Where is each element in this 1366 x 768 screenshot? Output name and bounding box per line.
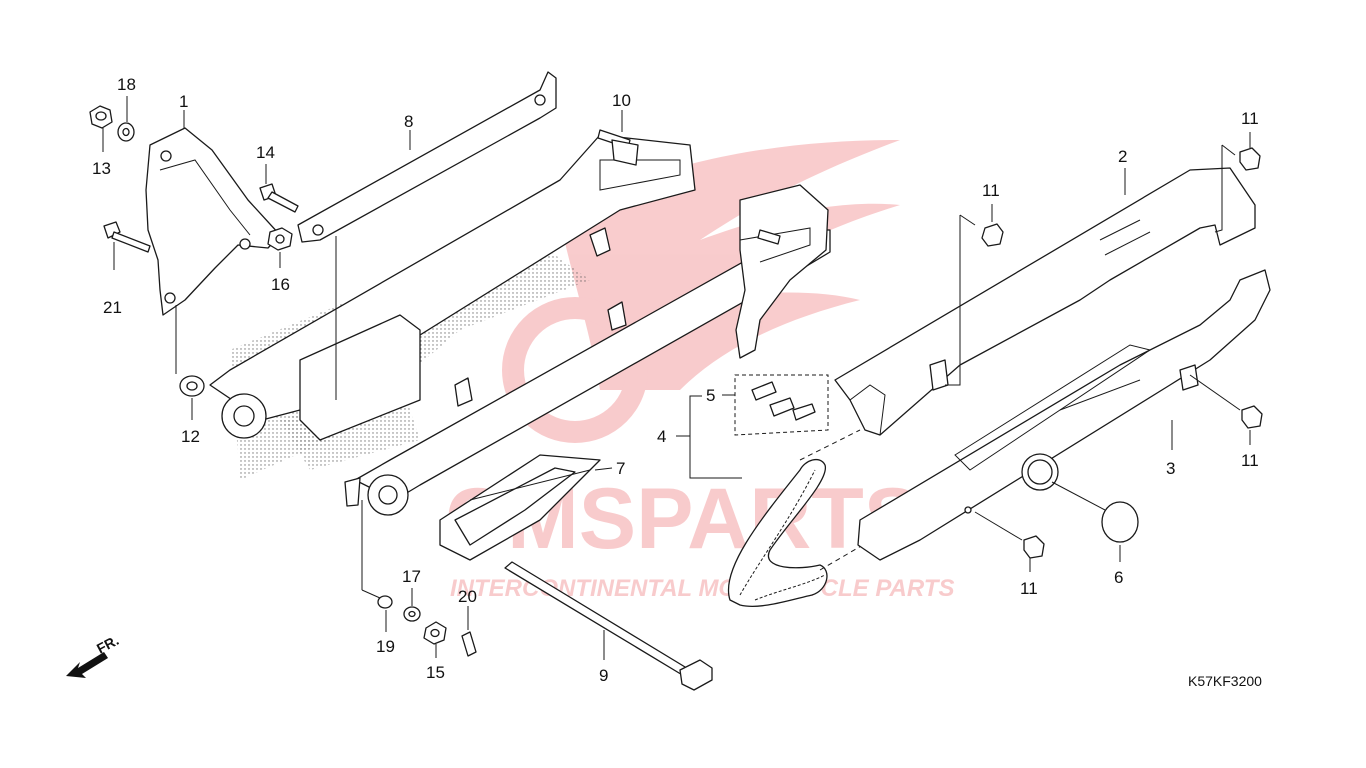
callout-14: 14: [256, 143, 275, 162]
callout-20: 20: [458, 587, 477, 606]
front-arrow-icon: [66, 652, 108, 678]
washer-17: [403, 606, 421, 622]
bolt-11-d: [1023, 535, 1045, 559]
callout-15: 15: [426, 663, 445, 682]
callout-7: 7: [616, 459, 625, 478]
bolt-14: [259, 183, 299, 213]
chain-joint: [734, 374, 829, 436]
callouts: 1 2 3 4 5 6 7 8 9 10 11 11 11 11 12 13 1…: [92, 75, 1259, 685]
cotter-pin-20: [461, 631, 477, 657]
leader-lines: [102, 96, 1251, 660]
bolt-11-a: [981, 223, 1004, 247]
callout-17: 17: [402, 567, 421, 586]
callout-11-d: 11: [1020, 579, 1038, 598]
callout-1: 1: [179, 92, 188, 111]
callout-10: 10: [612, 91, 631, 110]
washer-18: [117, 122, 135, 142]
swingarm: [209, 134, 831, 516]
bolt-21: [103, 221, 151, 253]
callout-12: 12: [181, 427, 200, 446]
callout-6: 6: [1114, 568, 1123, 587]
nut-15: [423, 621, 447, 645]
front-direction-marker: FR.: [66, 632, 121, 678]
callout-19: 19: [376, 637, 395, 656]
callout-8: 8: [404, 112, 413, 131]
callout-21: 21: [103, 298, 122, 317]
callout-11-a: 11: [982, 181, 1000, 200]
stud-bolt-10: [597, 129, 639, 166]
front-label: FR.: [94, 632, 121, 657]
chain-case-upper: [834, 167, 1256, 436]
callout-18: 18: [117, 75, 136, 94]
callout-11-b: 11: [1241, 109, 1259, 128]
callout-11-c: 11: [1241, 451, 1259, 470]
washer-19: [377, 595, 393, 609]
callout-16: 16: [271, 275, 290, 294]
pivot-bolt: [504, 561, 713, 691]
callout-9: 9: [599, 666, 608, 685]
bolt-11-b: [1239, 147, 1261, 171]
callout-13: 13: [92, 159, 111, 178]
cap: [1101, 501, 1139, 543]
chain-slider: [439, 454, 601, 561]
chain-guide-plate: [145, 127, 281, 316]
diagram-code: K57KF3200: [1188, 673, 1262, 689]
chain-case-lower: [857, 269, 1271, 561]
stud-bolt-axle-adjust: [757, 229, 781, 245]
drive-chain: [727, 429, 881, 607]
callout-5: 5: [706, 386, 715, 405]
bolt-11-c: [1241, 405, 1263, 429]
flange-nut-13: [89, 105, 113, 129]
callout-4: 4: [657, 427, 666, 446]
nut-16: [267, 227, 293, 251]
callout-3: 3: [1166, 459, 1175, 478]
chain-case-stay: [297, 71, 557, 243]
collar-12: [179, 375, 205, 397]
watermark-gear-icon: [502, 297, 648, 443]
callout-2: 2: [1118, 147, 1127, 166]
